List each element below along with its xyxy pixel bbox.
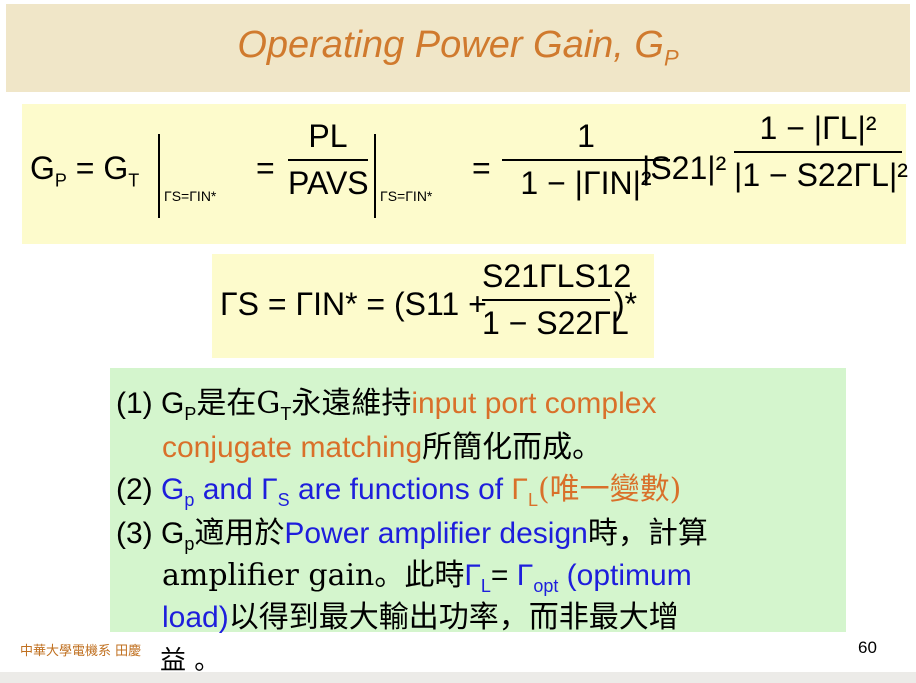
pavs-denominator: PAVS [288,165,369,201]
note-3-blue: Power amplifier design [284,517,588,550]
gamma-in-fraction: 1 1 − |ΓIN|² [502,118,670,202]
footer-author: 中華大學電機系 田慶 [20,644,142,659]
note-1-line-2: conjugate matching所簡化而成。 [162,422,602,466]
gamma-in-denominator: 1 − |ΓIN|² [520,165,652,201]
gamma-l-fraction: 1 − |ΓL|² |1 − S22ΓL|² [734,110,908,194]
gt-symbol: = G [75,150,129,186]
note-2-blue-sub2: S [277,490,290,510]
s-param-denominator: 1 − S22ΓL [482,305,629,341]
condition-2: ΓS=ΓIN* [380,188,433,204]
note-3-line-2: amplifier gain。此時ΓL= Γopt (optimum [162,550,692,597]
note-3-gamma-opt-sub: opt [533,576,559,596]
title-subscript: P [663,45,679,71]
page-number: 60 [858,638,877,657]
gamma-s-formula-box: ΓS = ΓIN* = (S11 + S21ΓLS12 1 − S22ΓL )* [212,254,654,358]
note-2-orange-b: (唯一變數) [537,472,682,507]
fraction-bar [502,159,670,161]
note-3-sub: p [184,534,195,554]
note-2-blue-b: and Γ [194,473,278,506]
one-numerator: 1 [577,118,595,154]
gamma-l-numerator: 1 − |ΓL|² [759,110,877,146]
fraction-bar [288,159,368,161]
note-3-gamma-l-sub: L [480,576,491,596]
eq-sign-2: = [256,150,275,186]
note-1-sub2: T [280,404,292,424]
note-3-gamma-l: Γ [464,559,481,592]
note-3-rest: 以得到最大輸出功率，而非最大增 [228,600,679,635]
gt-sub: T [128,170,140,191]
pl-numerator: PL [308,118,348,154]
gp-symbol: G [30,150,55,186]
note-2: (2) Gp and ΓS are functions of ΓL(唯一變數) [116,464,681,511]
note-2-blue: G [161,473,185,506]
note-3-optimum: (optimum [558,559,692,592]
eq-sign-3: = [472,150,491,186]
note-3-text-b: 適用於 [194,516,285,551]
note-3-prefix: (3) G [116,517,185,550]
note-1-highlight-2: conjugate matching [162,431,423,464]
s-param-numerator: S21ΓLS12 [482,258,632,294]
note-1-prefix: (1) G [116,387,185,420]
s22-denominator: |1 − S22ΓL|² [734,157,908,193]
note-3-line-3: load)以得到最大輸出功率，而非最大增 [162,592,679,636]
note-2-blue-c: are functions of [289,473,512,506]
fraction-bar [482,299,610,301]
note-3-text-c: 時，計算 [587,516,708,551]
s-param-fraction: S21ΓLS12 1 − S22ΓL [482,258,632,342]
eval-bar-1 [158,134,160,218]
slide-title: Operating Power Gain, GP [237,24,678,72]
notes-box: (1) GP是在GT永遠維持input port complex conjuga… [110,368,846,635]
fraction-bar [734,151,902,153]
note-1-text-c: 永遠維持 [291,386,412,421]
note-2-orange-sub: L [527,490,538,510]
note-1-rest: 所簡化而成。 [422,430,603,465]
note-1-highlight: input port complex [411,387,657,420]
note-2-prefix: (2) [116,473,161,506]
gamma-s-lhs: ΓS = ΓIN* = (S11 + [220,286,487,322]
title-bar: Operating Power Gain, GP [6,4,910,92]
gp-lhs: GP = GT [30,150,139,191]
note-2-orange: Γ [511,473,528,506]
footer-tail-text: 益 。 [160,646,221,676]
note-3-line-1: (3) Gp適用於Power amplifier design時，計算 [116,508,708,555]
note-1-line-1: (1) GP是在GT永遠維持input port complex [116,378,656,425]
note-2-blue-sub: p [184,490,195,510]
gp-sub: P [54,170,67,191]
title-text: Operating Power Gain, G [237,24,664,67]
note-3-gamma-opt: Γ [516,559,534,592]
bottom-strip [0,672,916,683]
conjugate-close: )* [614,286,638,322]
note-1-sub: P [184,404,197,424]
gain-formula-box: GP = GT ΓS=ΓIN* = PL PAVS ΓS=ΓIN* = 1 1 … [22,104,908,244]
note-3-line-2-a: amplifier gain。此時 [162,558,465,593]
note-1-text-b: 是在G [196,386,281,421]
power-fraction: PL PAVS [288,118,369,202]
eval-bar-2 [374,134,376,218]
note-3-eq: = [490,559,517,592]
condition-1: ΓS=ΓIN* [164,188,217,204]
note-3-load: load) [162,601,229,634]
s21-squared: |S21|² [642,150,727,186]
